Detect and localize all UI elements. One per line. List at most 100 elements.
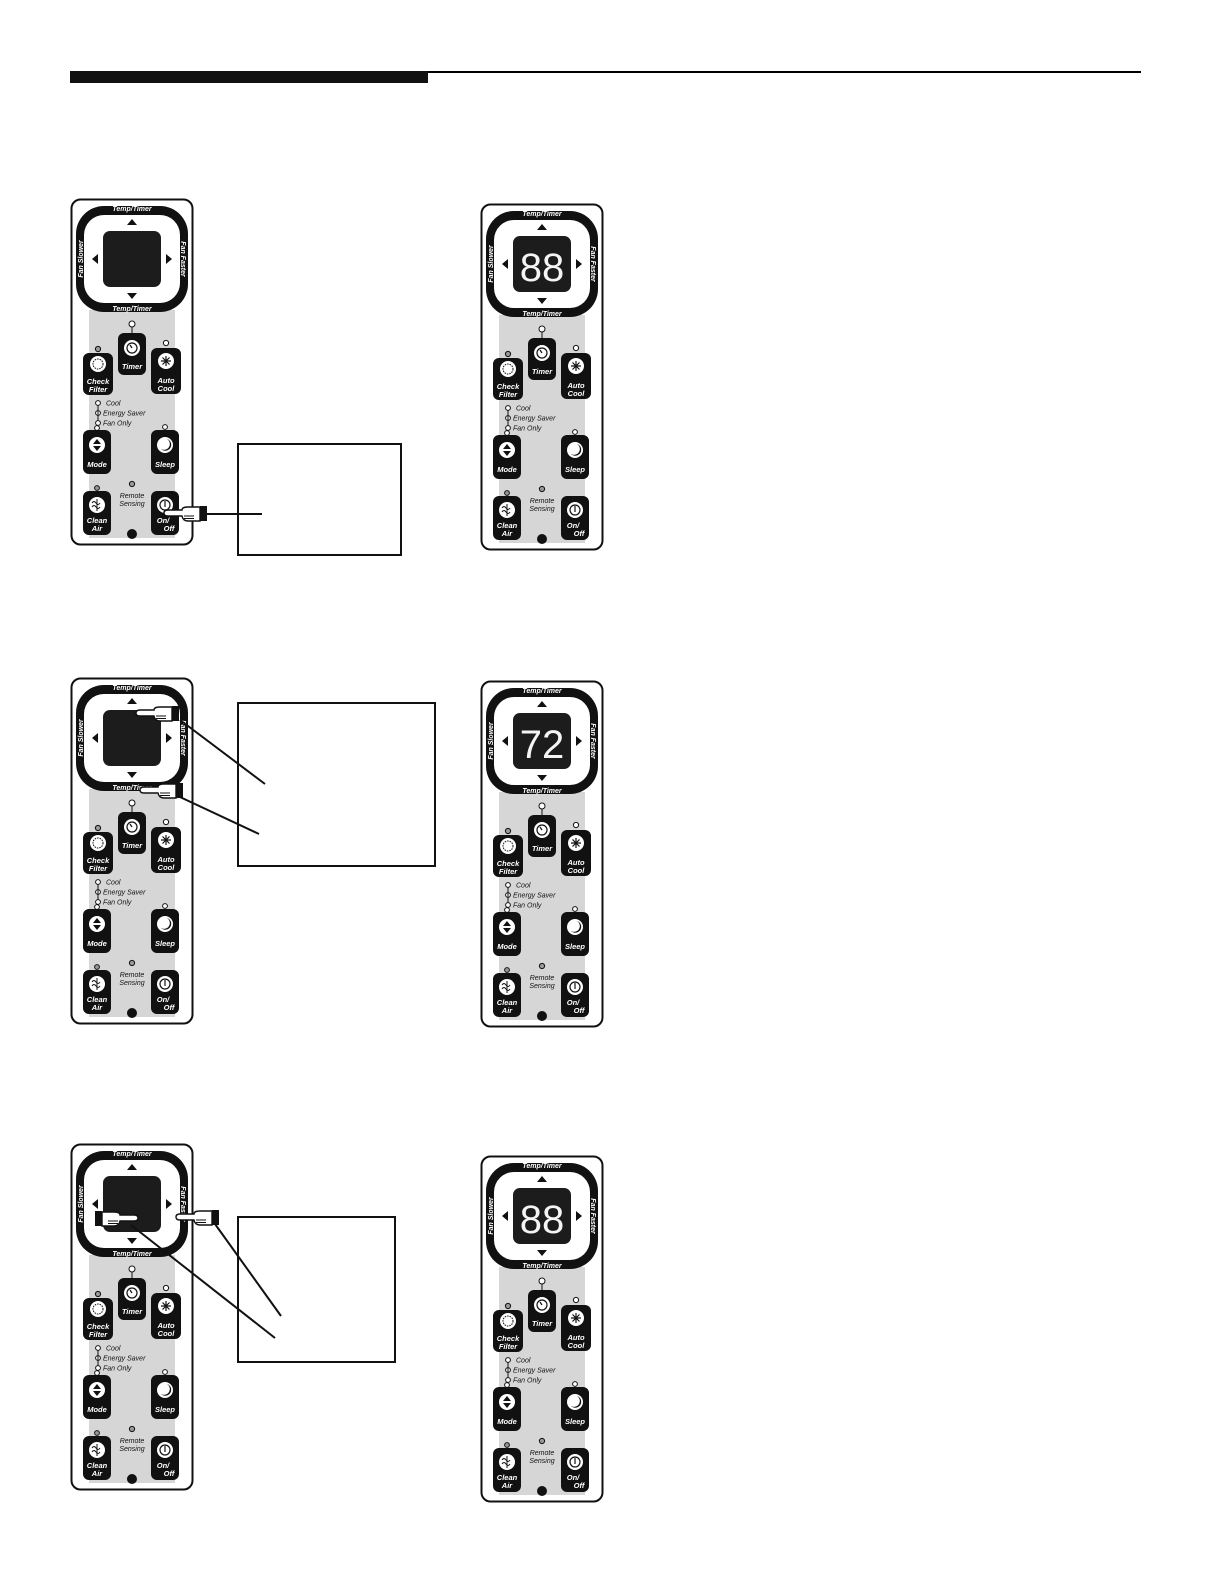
arrow-left-icon [502,1211,508,1221]
on-label: On/ [157,1461,170,1470]
arrow-down-icon [537,775,547,781]
remote-sensor [537,1011,547,1021]
arrow-up-icon [537,1176,547,1182]
temp-top-label: Temp/Timer [522,688,563,695]
power-icon [159,1444,171,1456]
control-panel-2b: 72 Temp/Timer Temp/Timer Fan Slower Fan … [480,680,604,1033]
faster-label: Fan Faster [179,720,186,757]
control-panel-3b: 88 Temp/Timer Temp/Timer Fan Slower Fan … [480,1155,604,1508]
arrow-right-icon [166,733,172,743]
mcool-label: Cool [516,883,531,890]
auto-label: Auto [156,376,174,385]
faster-label: Fan Faster [589,1198,596,1235]
moon-icon [161,439,172,451]
esaver-label: Energy Saver [103,890,146,897]
off-label: Off [574,529,586,538]
clean-air-icon [501,981,511,993]
temp-top-label: Temp/Timer [112,1151,153,1158]
mcool-label: Cool [106,401,121,408]
clean-air-icon [91,1444,101,1456]
power-icon [569,981,581,993]
mcool-label: Cool [106,1346,121,1353]
timer-icon [126,1287,138,1299]
header-rule [70,71,1141,73]
panel-drawing: 72 Temp/Timer Temp/Timer Fan Slower Fan … [480,680,604,1028]
check-label: Check [87,856,110,865]
mode-label: Mode [87,460,107,469]
leader-line [214,1223,282,1317]
clean-air-icon [501,504,511,516]
esaver-label: Energy Saver [103,411,146,418]
esaver-label: Energy Saver [513,893,556,900]
slower-label: Fan Slower [488,1196,495,1235]
temp-bot-label: Temp/Timer [522,788,563,795]
mode-label: Mode [497,942,517,951]
fan-icon [161,1301,171,1311]
mcool-label: Cool [516,406,531,413]
filter-label: Filter [499,867,518,876]
timer-label: Timer [532,844,553,853]
fan-icon [571,1313,581,1323]
coolbtn-label: Cool [568,866,586,875]
remote-sensor [127,529,137,539]
clean-label: Clean [497,521,518,530]
mcool-label: Cool [106,880,121,887]
mode-label: Mode [497,465,517,474]
display-readout: 88 [520,246,565,290]
filter-icon [502,363,514,375]
on-label: On/ [157,516,170,525]
clean-air-icon [91,499,101,511]
mode-arrows-icon [503,1396,511,1401]
arrow-left-icon [502,736,508,746]
clean-label: Clean [497,998,518,1007]
arrow-left-icon [92,1199,98,1209]
callout-box-1 [237,443,402,556]
coolbtn-label: Cool [158,384,176,393]
on-label: On/ [567,998,580,1007]
sleep-label: Sleep [565,942,585,951]
off-label: Off [574,1006,586,1015]
check-label: Check [497,859,520,868]
sensing-label: Sensing [529,1458,554,1465]
filter-label: Filter [89,1330,108,1339]
air-label: Air [501,1006,514,1015]
control-panel-1a: Temp/Timer Temp/Timer Fan Slower Fan Fas… [70,198,194,551]
arrow-left-icon [92,254,98,264]
sensing-label: Sensing [119,980,144,987]
arrow-right-icon [576,259,582,269]
mode-arrows-icon [93,439,101,444]
fan-icon [161,835,171,845]
sensing-label: Sensing [119,1446,144,1453]
sleep-label: Sleep [565,1417,585,1426]
temp-bot-label: Temp/Timer [522,1263,563,1270]
air-label: Air [501,1481,514,1490]
mode-label: Mode [87,1405,107,1414]
remote-sensor [127,1008,137,1018]
fanonly-label: Fan Only [103,1366,132,1373]
arrow-up-icon [537,701,547,707]
timer-icon [126,342,138,354]
mode-label: Mode [87,939,107,948]
leader-line [130,1224,276,1339]
moon-icon [571,444,582,456]
timer-label: Timer [532,1319,553,1328]
panel-drawing: Temp/Timer Temp/Timer Fan Slower Fan Fas… [70,198,194,546]
fanonly-label: Fan Only [513,426,542,433]
esaver-label: Energy Saver [513,416,556,423]
leader-line [179,719,266,785]
moon-icon [161,1384,172,1396]
clean-label: Clean [87,1461,108,1470]
panel-drawing: 88 Temp/Timer Temp/Timer Fan Slower Fan … [480,203,604,551]
arrow-right-icon [576,736,582,746]
coolbtn-label: Cool [158,863,176,872]
clean-label: Clean [87,516,108,525]
timer-icon [126,821,138,833]
arrow-left-icon [502,259,508,269]
coolbtn-label: Cool [568,1341,586,1350]
auto-label: Auto [566,858,584,867]
header-rule-accent [70,71,428,83]
remote-sensor [537,534,547,544]
sensing-label: Sensing [119,501,144,508]
mode-arrows-icon [93,1384,101,1389]
